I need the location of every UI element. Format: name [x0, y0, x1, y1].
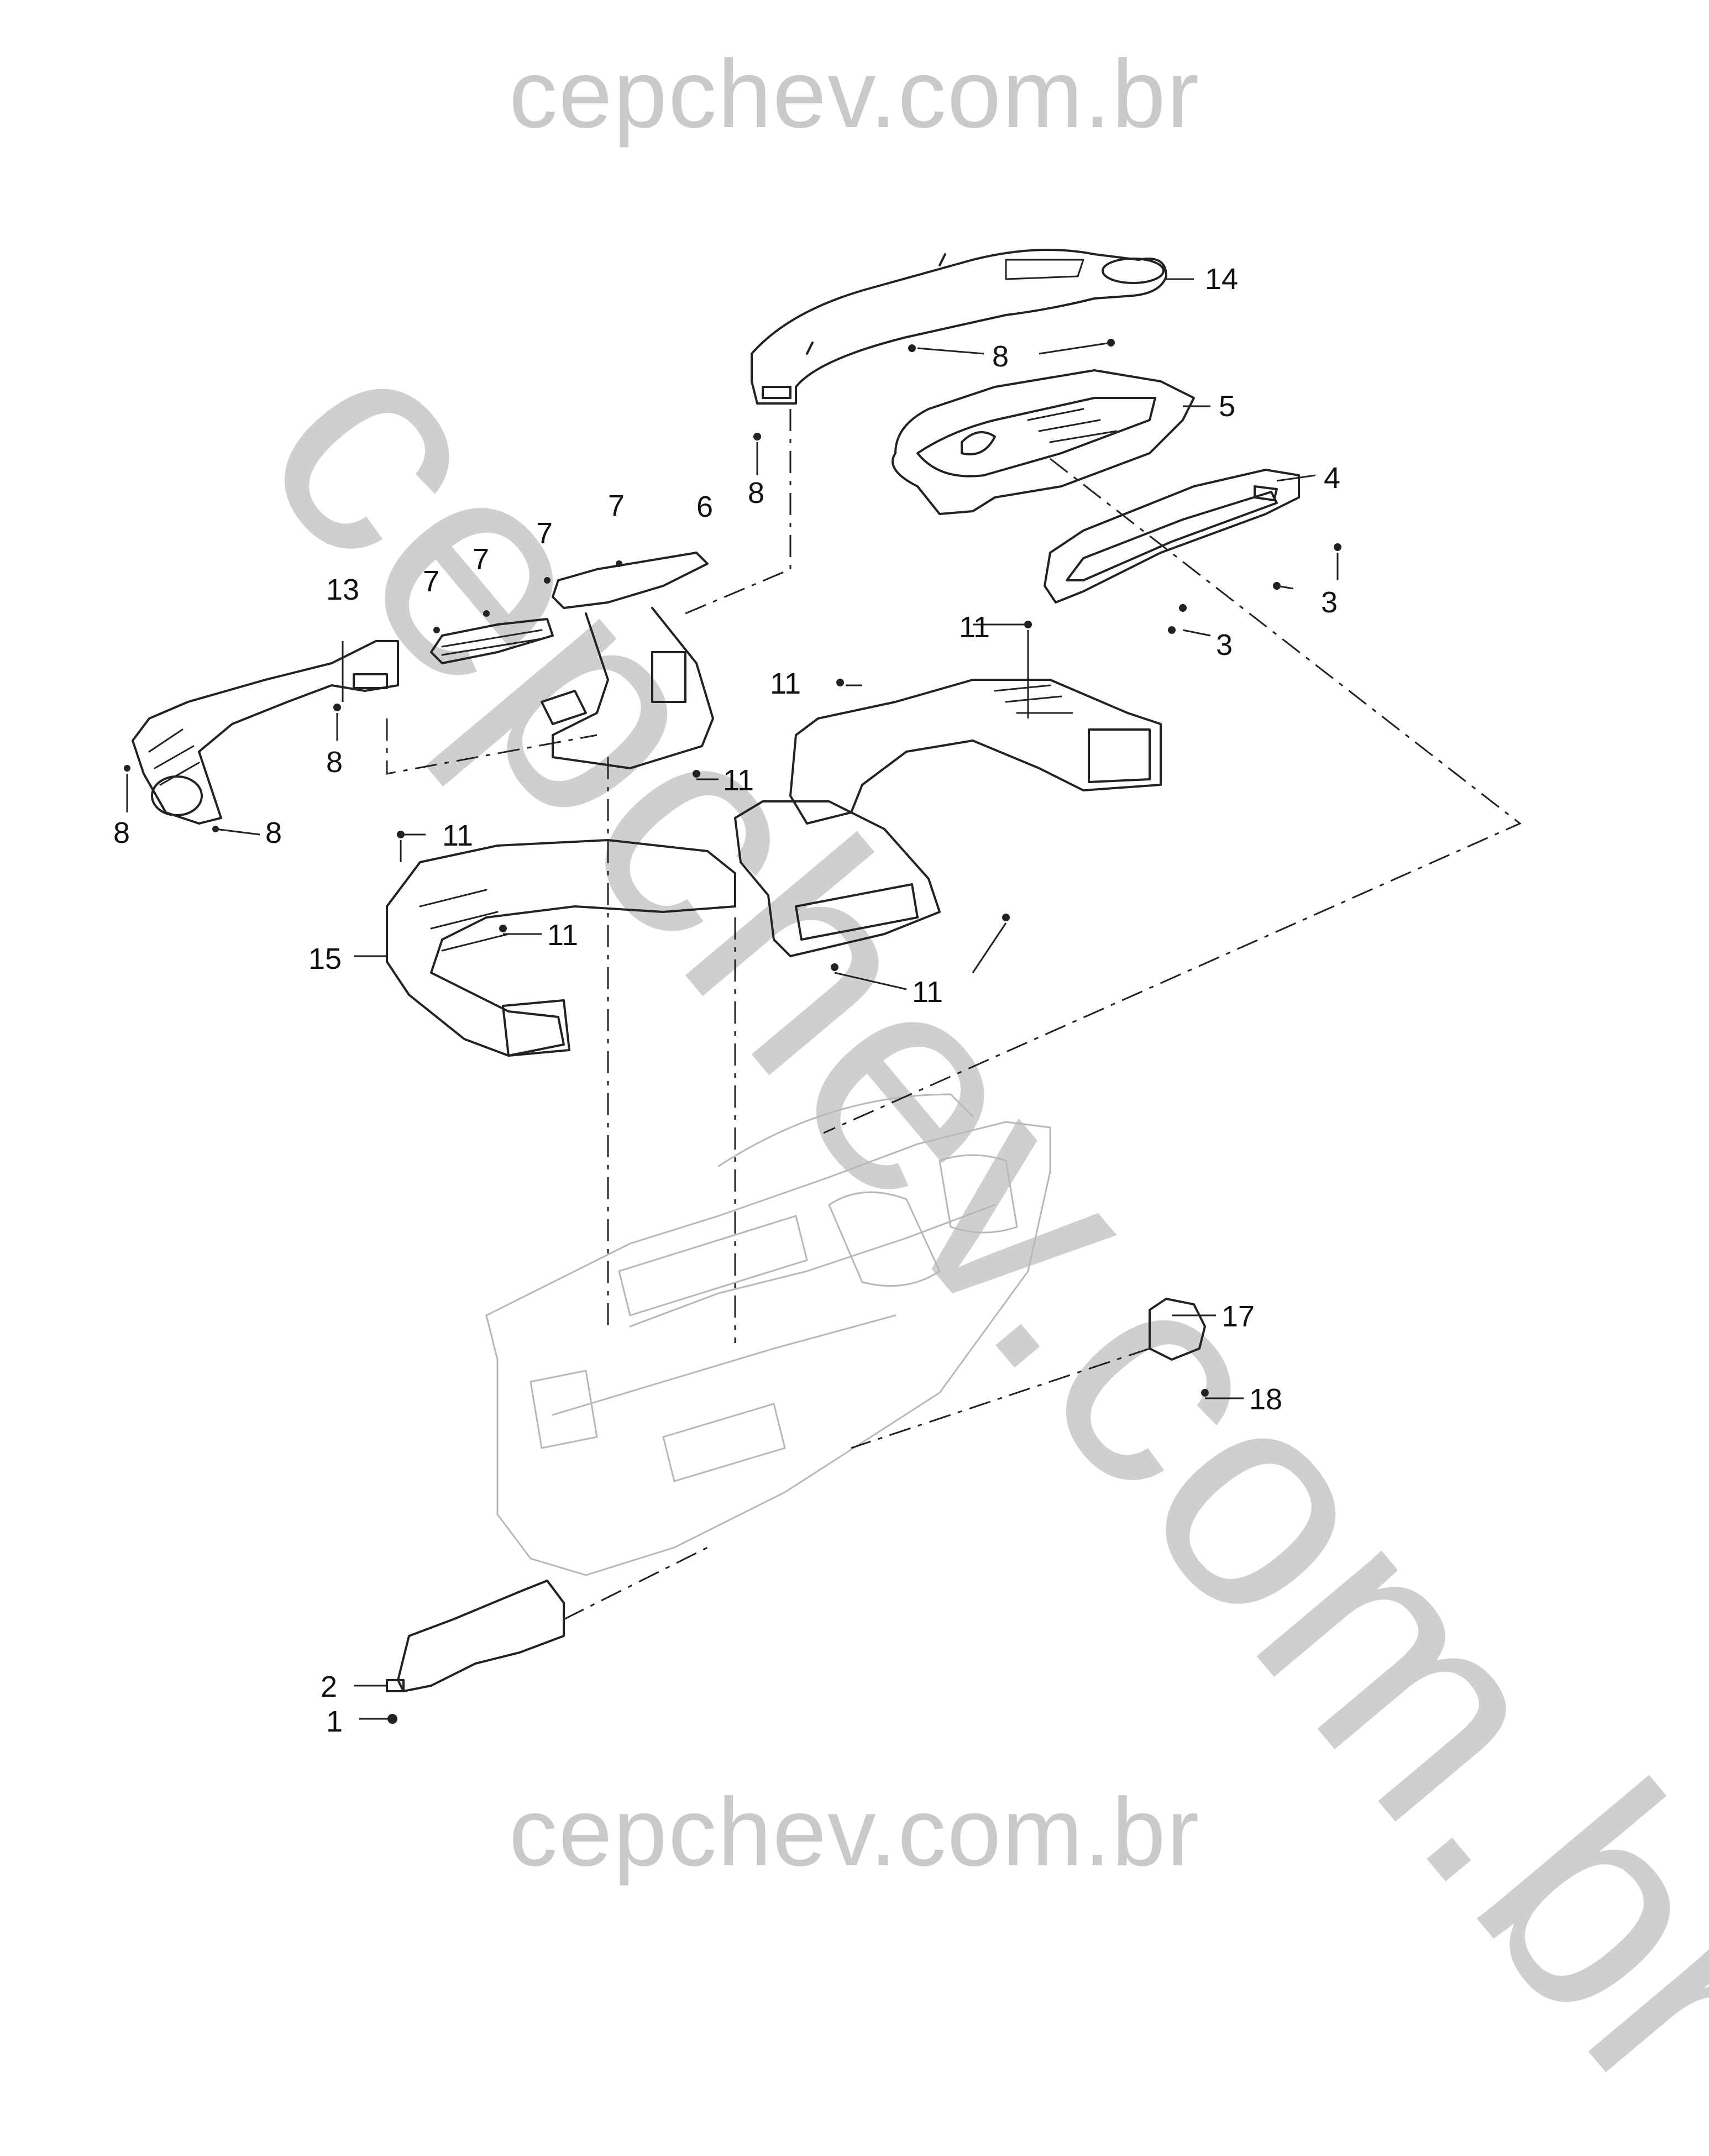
callout-7: 7 — [536, 517, 553, 550]
dashed-guides — [386, 409, 1522, 1620]
callout-8: 8 — [113, 816, 130, 849]
callout-14: 14 — [1205, 263, 1239, 296]
parts-diagram: cepchev.com.br cepchev.com.br cepchev.co… — [113, 40, 1709, 2156]
part-right-side-duct — [789, 679, 1162, 825]
callout-11: 11 — [442, 819, 474, 852]
callout-7: 7 — [608, 489, 625, 522]
callout-18: 18 — [1249, 1383, 1283, 1416]
callout-1: 1 — [326, 1705, 343, 1738]
callout-3: 3 — [1216, 628, 1233, 662]
callout-15: 15 — [308, 942, 342, 975]
callout-6: 6 — [696, 490, 714, 523]
callout-7: 7 — [423, 565, 440, 598]
leader-lines — [126, 278, 1339, 1720]
part-17-bracket — [1149, 1298, 1206, 1361]
part-7-vent-grilles — [430, 618, 554, 664]
callout-8: 8 — [326, 746, 343, 779]
callout-2: 2 — [321, 1670, 338, 1703]
callout-13: 13 — [326, 573, 360, 606]
watermark-top: cepchev.com.br — [508, 40, 1201, 148]
callout-11: 11 — [723, 764, 754, 797]
part-13-left-duct — [132, 640, 399, 825]
callout-4: 4 — [1324, 461, 1341, 495]
callout-11: 11 — [547, 919, 579, 952]
part-15-lower-left-duct — [386, 839, 736, 1057]
part-5-vent-housing — [892, 369, 1195, 515]
callout-7: 7 — [473, 543, 490, 576]
part-14-duct — [751, 249, 1167, 405]
callout-17: 17 — [1222, 1300, 1255, 1333]
callout-11: 11 — [959, 611, 990, 644]
callout-11: 11 — [770, 667, 801, 700]
callout-8: 8 — [748, 476, 765, 510]
part-4-bezel — [1044, 469, 1300, 604]
part-center-outlet — [734, 800, 941, 957]
part-6-center-duct — [541, 552, 714, 769]
watermark-bottom: cepchev.com.br — [508, 1779, 1201, 1886]
exploded-view-drawing — [124, 249, 1522, 1724]
callout-8: 8 — [265, 816, 282, 849]
callout-8: 8 — [992, 340, 1009, 373]
part-2-floor-duct — [386, 1580, 565, 1692]
hvac-module — [485, 1093, 1051, 1576]
callout-3: 3 — [1321, 586, 1338, 619]
callout-5: 5 — [1219, 390, 1236, 423]
callout-11: 11 — [912, 975, 943, 1009]
